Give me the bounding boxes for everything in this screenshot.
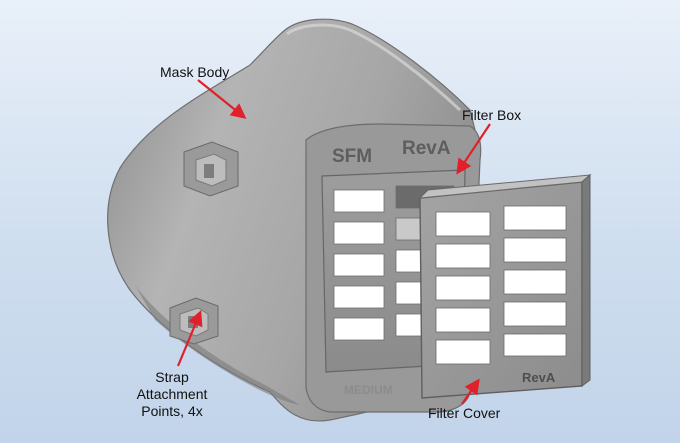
filter-box-label: Filter Box xyxy=(462,107,522,123)
strap-attachment-lower xyxy=(169,297,219,345)
filter-box-arrow xyxy=(456,123,491,175)
mask-body-arrow xyxy=(197,79,247,119)
strap-label-line-1: Strap xyxy=(155,369,189,385)
filter-cover-label: Filter Cover xyxy=(428,405,501,421)
filter-cover: RevA xyxy=(418,173,592,399)
bottom-emboss: MEDIUM xyxy=(344,383,393,397)
cover-emboss: RevA xyxy=(522,370,556,385)
box-right-emboss: RevA xyxy=(402,138,451,159)
strap-label-line-2: Attachment xyxy=(136,386,208,402)
strap-arrow xyxy=(176,310,203,367)
mask-rim xyxy=(286,23,462,112)
box-left-emboss: SFM xyxy=(332,146,372,167)
mask-body-label: Mask Body xyxy=(160,64,230,80)
strap-attachment-label: Strap Attachment Points, 4x xyxy=(122,369,222,420)
strap-attachment-upper xyxy=(183,141,239,197)
strap-label-line-3: Points, 4x xyxy=(141,403,203,419)
filter-cover-arrow xyxy=(461,378,480,405)
